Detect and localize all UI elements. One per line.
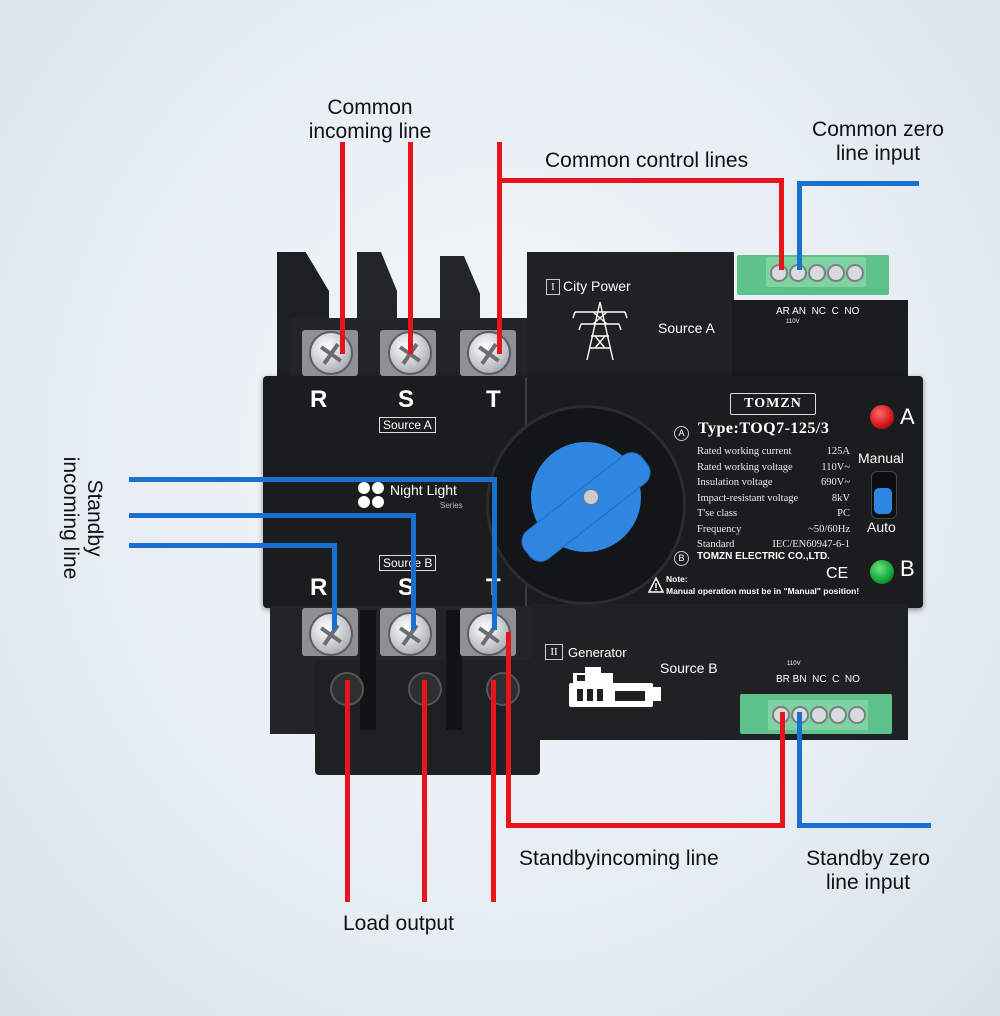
wire-common-control-v (779, 178, 784, 270)
wire-standby-incoming-s-h (129, 513, 416, 518)
night-light-logo-icon (356, 480, 386, 510)
callout-common-incoming: Common incoming line (308, 96, 432, 143)
bottom-divider-1 (360, 610, 376, 730)
manual-label: Manual (858, 450, 904, 466)
source-a-tag: Source A (379, 417, 436, 433)
series-name: Night Light (390, 482, 457, 498)
bottom-phase-r: R (310, 574, 328, 601)
source-b-label: Source B (660, 660, 718, 676)
wire-load-output-t (491, 680, 496, 902)
bottom-screw-r[interactable] (309, 612, 353, 656)
top-terminal-no[interactable] (846, 264, 864, 282)
wire-common-incoming-r (340, 142, 345, 354)
roman-2-box: II (545, 644, 563, 660)
led-a-indicator (870, 405, 894, 429)
callout-common-control: Common control lines (545, 149, 749, 172)
auto-label: Auto (867, 519, 896, 535)
wire-standby-incoming-s-v (411, 513, 416, 630)
wire-standby-incoming-r-v (332, 543, 337, 630)
wire-load-output-r (345, 680, 350, 902)
brand-badge: TOMZN (730, 393, 816, 415)
wire-common-zero-h (797, 181, 919, 186)
manual-auto-toggle[interactable] (874, 488, 892, 514)
warning-icon (647, 576, 665, 593)
knob-pos-a: A (674, 426, 689, 441)
bottom-control-volt: 110V (787, 661, 801, 667)
spec-row: Frequency~50/60Hz (697, 523, 850, 535)
note-text: Manual operation must be in "Manual" pos… (666, 586, 860, 596)
top-screw-t[interactable] (467, 331, 511, 375)
generator-icon (565, 665, 665, 715)
wire-common-incoming-s (408, 142, 413, 354)
wire-standby-zero-v (797, 712, 802, 828)
bottom-screw-t[interactable] (467, 612, 511, 656)
wire-common-control-h (497, 178, 784, 183)
top-phase-r: R (310, 386, 328, 413)
top-control-volt: 110V (786, 319, 800, 325)
wire-standby-incoming-t-h (129, 477, 497, 482)
wire-common-incoming-t (497, 142, 502, 354)
callout-common-zero: Common zero line input (812, 118, 944, 165)
type-label: Type:TOQ7-125/3 (698, 420, 830, 437)
top-phase-t: T (486, 386, 501, 413)
led-b-label: B (900, 556, 915, 581)
source-a-module (527, 252, 734, 380)
wire-load-output-s (422, 680, 427, 902)
bottom-screw-s[interactable] (388, 612, 432, 656)
roman-1-box: I (546, 279, 560, 295)
wire-standby-control-v2 (780, 712, 785, 828)
wire-standby-incoming-t-v (492, 477, 497, 630)
bottom-terminal-no[interactable] (848, 706, 866, 724)
led-b-indicator (870, 560, 894, 584)
wire-common-zero-v (797, 181, 802, 270)
ce-mark: CE (826, 565, 849, 582)
callout-standby-incoming-bottom: Standbyincoming line (519, 847, 719, 870)
bottom-phase-s: S (398, 574, 415, 601)
bottom-control-labels: BR BN NC C NO (776, 674, 860, 685)
wire-standby-zero-h (797, 823, 931, 828)
source-b-tag: Source B (379, 555, 437, 571)
top-terminal-c[interactable] (827, 264, 845, 282)
generator-label: Generator (568, 645, 627, 660)
knob-pos-b: B (674, 551, 689, 566)
bottom-divider-2 (446, 610, 462, 730)
maker-name: TOMZN ELECTRIC CO.,LTD. (697, 551, 830, 562)
bottom-terminal-nc[interactable] (810, 706, 828, 724)
brand-name: TOMZN (744, 396, 802, 411)
led-a-label: A (900, 404, 915, 429)
source-a-label: Source A (658, 320, 715, 336)
top-terminal-nc[interactable] (808, 264, 826, 282)
knob-screw-icon (583, 489, 599, 505)
pylon-icon (565, 296, 635, 366)
series-sub: Series (440, 501, 463, 510)
callout-standby-incoming-side: Standby incoming line (59, 456, 106, 580)
city-power-label: City Power (563, 278, 631, 294)
callout-standby-zero: Standby zero line input (806, 847, 930, 894)
wire-standby-incoming-r-h (129, 543, 337, 548)
note-title: Note: (666, 574, 688, 584)
bottom-terminal-c[interactable] (829, 706, 847, 724)
top-phase-s: S (398, 386, 415, 413)
wire-standby-control-v1 (506, 632, 511, 828)
top-control-labels: AR AN NC C NO (776, 306, 860, 317)
callout-load-output: Load output (343, 912, 454, 935)
top-screw-r[interactable] (309, 331, 353, 375)
source-a-control-block (732, 300, 908, 380)
wire-standby-control-h (506, 823, 785, 828)
